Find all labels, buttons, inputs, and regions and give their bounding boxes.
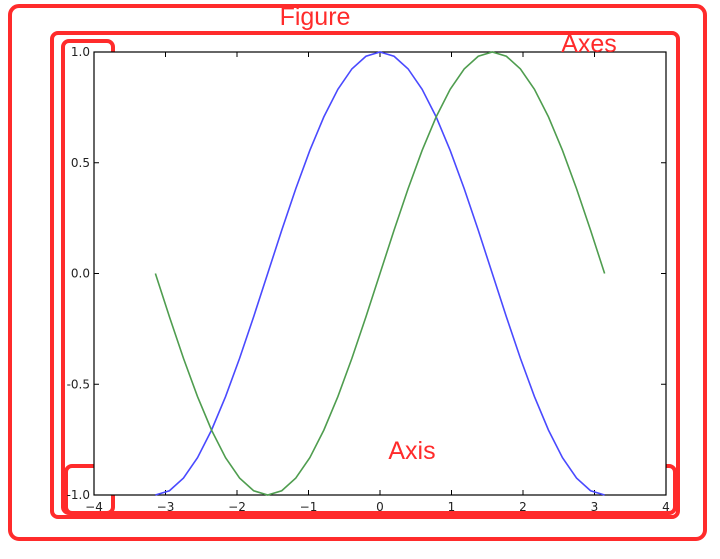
x-tick-label: 2 [519,500,527,514]
x-tick-label: 1 [448,500,456,514]
y-tick-label: 0.0 [71,267,90,281]
x-tick-label: −2 [228,500,246,514]
figure-label: Figure [280,3,351,31]
axis-label: Axis [388,437,435,465]
x-tick-label: −4 [85,500,103,514]
x-axis-tick-labels: −4 −3 −2 −1 0 1 2 3 4 [85,500,670,514]
x-tick-label: 0 [376,500,384,514]
plot-lines [154,51,606,496]
figure-annotation-box [8,4,707,541]
x-tick-label: −1 [300,500,318,514]
y-tick-label: -1.0 [67,488,90,502]
series-line-sinx [154,51,606,496]
x-tick-label: 3 [591,500,599,514]
y-tick-label: 1.0 [71,45,90,59]
y-tick-label: -0.5 [67,377,90,391]
axes-label: Axes [561,30,617,58]
y-axis-tick-labels: 1.0 0.5 0.0 -0.5 -1.0 [67,45,90,502]
x-tick-label: 4 [662,500,670,514]
x-tick-label: −3 [157,500,175,514]
y-tick-label: 0.5 [71,156,90,170]
series-line-cosx [155,51,605,496]
axes-annotation-box [50,31,680,519]
